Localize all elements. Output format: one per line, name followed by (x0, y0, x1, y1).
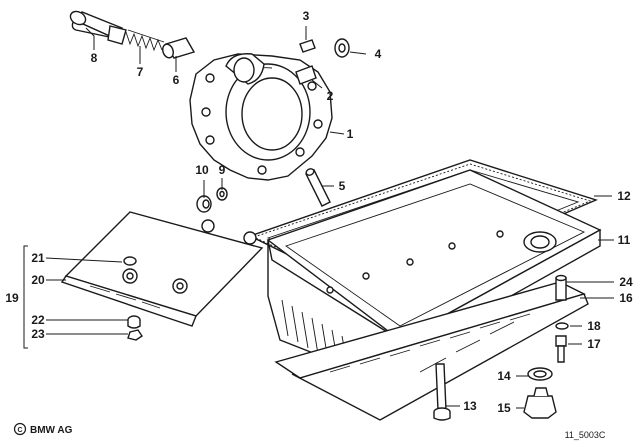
label-9: 9 (219, 163, 226, 177)
label-23: 23 (31, 327, 45, 341)
label-6: 6 (173, 73, 180, 87)
stud-24 (555, 274, 567, 301)
oil-shield (60, 211, 264, 327)
dowel-pin-2 (295, 65, 317, 85)
seal-ring-14 (527, 367, 553, 381)
washer-22 (127, 315, 141, 329)
copyright-text: BMW AG (30, 425, 73, 436)
dowel-pin-3 (299, 39, 316, 53)
label-20: 20 (31, 273, 45, 287)
svg-text:C: C (17, 427, 22, 434)
label-1: 1 (347, 127, 354, 141)
label-21: 21 (31, 251, 45, 265)
label-11: 11 (618, 233, 631, 247)
label-17: 17 (587, 337, 601, 351)
screw-17 (555, 335, 567, 363)
baffle-plate (274, 281, 589, 421)
relief-valve-spring (125, 29, 165, 52)
label-13: 13 (463, 399, 477, 413)
label-8: 8 (91, 51, 98, 65)
label-18: 18 (587, 319, 601, 333)
label-10: 10 (195, 163, 209, 177)
drawing-code: 11_5003C (565, 430, 606, 440)
relief-valve-sleeve (162, 37, 196, 59)
seal-ring-4 (334, 38, 350, 58)
label-2: 2 (327, 89, 334, 103)
label-15: 15 (497, 401, 511, 415)
bushing-10 (196, 195, 212, 213)
label-16: 16 (619, 291, 633, 305)
label-4: 4 (375, 47, 382, 61)
nut-23 (127, 329, 143, 341)
label-3: 3 (303, 9, 310, 23)
copyright-mark: C (13, 422, 27, 436)
label-24: 24 (619, 275, 633, 289)
label-5: 5 (339, 179, 346, 193)
label-7: 7 (137, 65, 144, 79)
relief-valve-piston (69, 10, 127, 45)
oil-pump-cover (189, 53, 333, 181)
part-labels: 3 4 2 1 5 8 7 6 9 10 12 11 24 16 18 17 1… (5, 9, 633, 415)
washer-18 (555, 322, 569, 330)
pin-5 (305, 168, 331, 207)
label-19: 19 (5, 291, 19, 305)
leader-lines (23, 26, 614, 409)
screw-13 (433, 363, 451, 421)
label-12: 12 (617, 189, 631, 203)
drain-plug-15 (523, 387, 557, 419)
label-14: 14 (497, 369, 511, 383)
label-22: 22 (31, 313, 45, 327)
